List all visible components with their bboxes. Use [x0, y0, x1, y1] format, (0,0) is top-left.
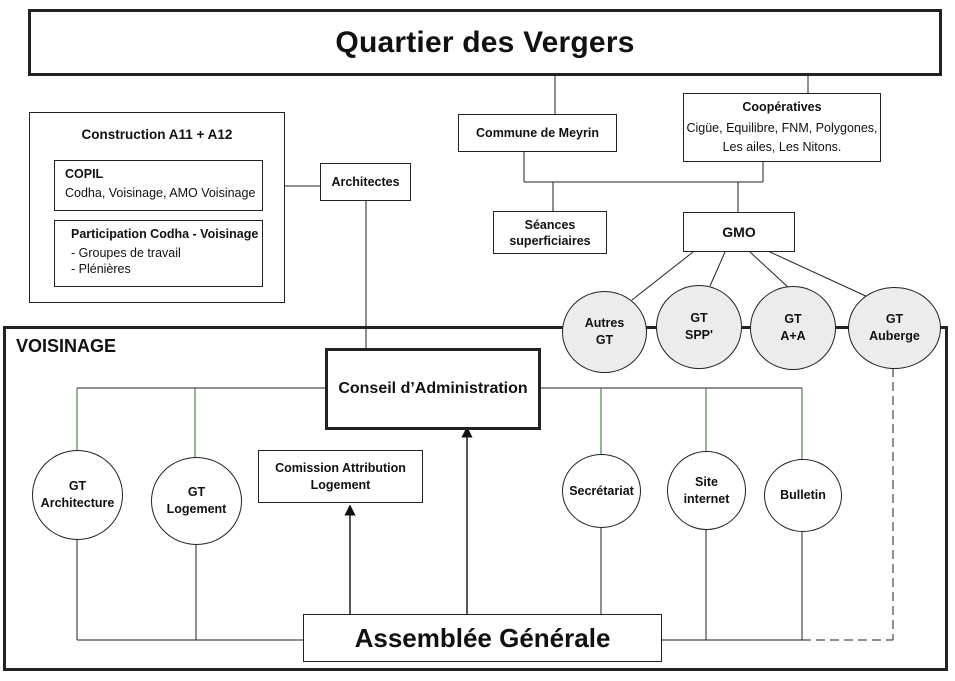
participation-title: Participation Codha - Voisinage — [71, 227, 259, 241]
conseil-box: Conseil d’Administration — [325, 348, 541, 430]
commission-box: Comission Attribution Logement — [258, 450, 423, 503]
construction-title: Construction A11 + A12 — [81, 127, 233, 142]
participation-box: Participation Codha - Voisinage - Groupe… — [54, 220, 263, 287]
site-internet-circle: Site internet — [667, 451, 746, 530]
page-title: Quartier des Vergers — [335, 25, 635, 59]
secretariat-circle: Secrétariat — [562, 454, 641, 528]
commune-box: Commune de Meyrin — [458, 114, 617, 152]
copil-title: COPIL — [65, 167, 104, 181]
title-box: Quartier des Vergers — [28, 9, 942, 76]
gt-logement-circle: GT Logement — [151, 457, 242, 545]
voisinage-label: VOISINAGE — [16, 336, 117, 356]
bulletin-circle: Bulletin — [764, 459, 842, 532]
gt-aa-circle: GT A+A — [750, 286, 836, 370]
copil-box: COPIL Codha, Voisinage, AMO Voisinage — [54, 160, 263, 211]
voisinage-frame — [3, 326, 948, 671]
seances-box: Séances superficiaires — [493, 211, 607, 254]
gt-autres-circle: Autres GT — [562, 291, 647, 373]
copil-members: Codha, Voisinage, AMO Voisinage — [65, 186, 256, 200]
assemblee-box: Assemblée Générale — [303, 614, 662, 662]
gt-architecture-circle: GT Architecture — [32, 450, 123, 540]
construction-box: Construction A11 + A12 COPIL Codha, Vois… — [29, 112, 285, 303]
gmo-box: GMO — [683, 212, 795, 252]
cooperatives-box: Coopératives Cigüe, Equilibre, FNM, Poly… — [683, 93, 881, 162]
participation-items: - Groupes de travail - Plénières — [71, 246, 181, 276]
cooperatives-list: Cigüe, Equilibre, FNM, Polygones, Les ai… — [686, 121, 878, 154]
gt-spp-circle: GT SPP' — [656, 285, 742, 369]
gt-auberge-circle: GT Auberge — [848, 287, 941, 369]
cooperatives-title: Coopératives — [742, 100, 822, 114]
architectes-box: Architectes — [320, 163, 411, 201]
